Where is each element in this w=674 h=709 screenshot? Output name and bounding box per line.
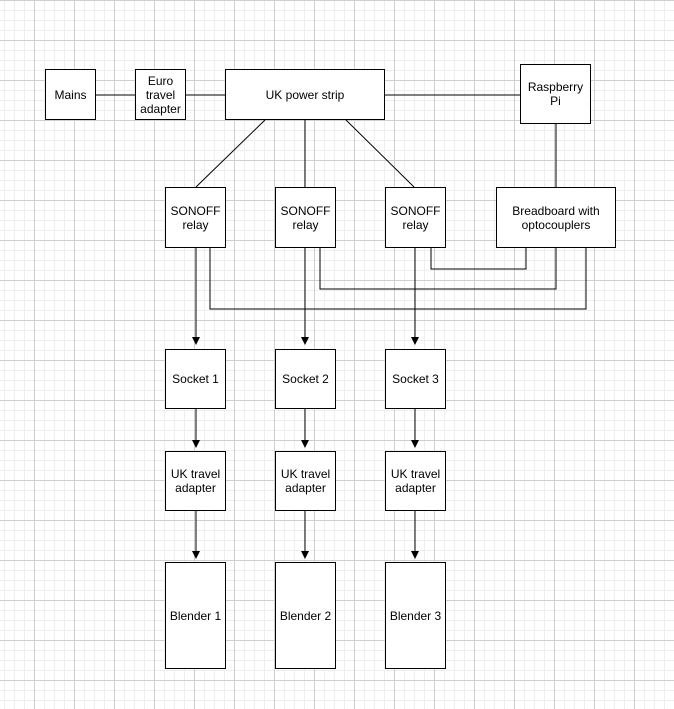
edge-breadboard-relay1[interactable] <box>209 248 587 310</box>
uk-travel-adapter-1-node[interactable]: UK travel adapter <box>165 451 226 511</box>
socket-3-node[interactable]: Socket 3 <box>385 349 446 409</box>
edge-breadboard-relay2[interactable] <box>319 248 557 290</box>
blender-1-node[interactable]: Blender 1 <box>165 562 226 669</box>
uk-travel-adapter-2-node[interactable]: UK travel adapter <box>275 451 336 511</box>
breadboard-optocouplers-node[interactable]: Breadboard with optocouplers <box>496 187 616 248</box>
uk-travel-adapter-3-node[interactable]: UK travel adapter <box>385 451 446 511</box>
socket-2-node[interactable]: Socket 2 <box>275 349 336 409</box>
edge-breadboard-relay3[interactable] <box>430 248 527 270</box>
uk-power-strip-node[interactable]: UK power strip <box>225 69 385 120</box>
blender-3-node[interactable]: Blender 3 <box>385 562 446 669</box>
edge-strip-relay3[interactable] <box>345 119 415 188</box>
euro-travel-adapter-node[interactable]: Euro travel adapter <box>135 69 186 120</box>
edge-strip-relay1[interactable] <box>195 119 266 188</box>
sonoff-relay-3-node[interactable]: SONOFF relay <box>385 187 446 248</box>
sonoff-relay-2-node[interactable]: SONOFF relay <box>275 187 336 248</box>
blender-2-node[interactable]: Blender 2 <box>275 562 336 669</box>
sonoff-relay-1-node[interactable]: SONOFF relay <box>165 187 226 248</box>
socket-1-node[interactable]: Socket 1 <box>165 349 226 409</box>
mains-node[interactable]: Mains <box>45 69 96 120</box>
raspberry-pi-node[interactable]: Raspberry Pi <box>520 64 591 124</box>
